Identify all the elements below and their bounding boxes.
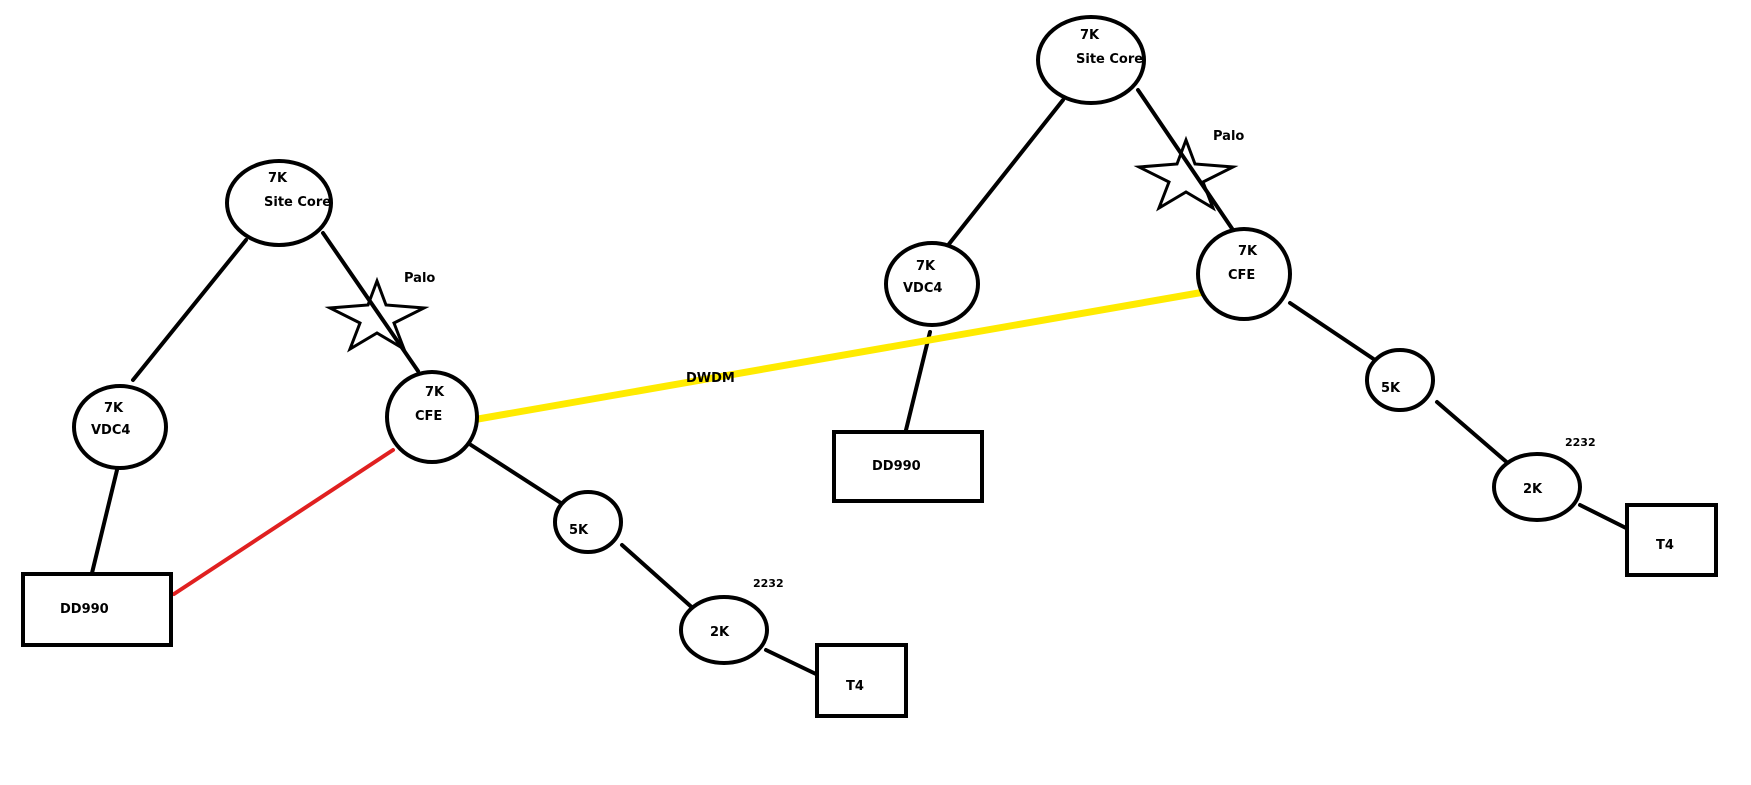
left-cfe-line1: 7K	[425, 385, 445, 400]
right-cfe-node[interactable]: 7K CFE	[1196, 227, 1292, 321]
link-left-vdc4-dd990	[90, 468, 119, 575]
dwdm-link	[474, 287, 1214, 423]
right-palo-star-icon	[1133, 135, 1239, 212]
right-t4-label: T4	[1656, 538, 1674, 553]
left-vdc4-line1: 7K	[104, 401, 124, 416]
left-site-core-line1: 7K	[268, 171, 288, 186]
link-right-vdc4-dd990	[904, 330, 932, 432]
link-left-dd990-cfe-red	[172, 448, 395, 596]
right-2k-label: 2K	[1523, 482, 1543, 497]
right-dd990-label: DD990	[872, 459, 921, 474]
right-site-core-line2: Site Core	[1076, 52, 1143, 67]
link-right-cfe-5k	[1288, 301, 1380, 364]
right-vdc4-node[interactable]: 7K VDC4	[884, 241, 980, 327]
left-palo-firewall: Palo	[324, 271, 435, 353]
right-5k-node[interactable]: 5K	[1365, 348, 1435, 412]
left-vdc4-line2: VDC4	[91, 423, 130, 438]
link-left-core-vdc4	[131, 238, 248, 382]
right-5k-label: 5K	[1381, 381, 1401, 396]
left-dd990-box[interactable]: DD990	[21, 572, 173, 647]
left-site-core-node[interactable]: 7K Site Core	[225, 159, 333, 247]
left-vdc4-node[interactable]: 7K VDC4	[72, 384, 168, 470]
left-t4-label: T4	[846, 679, 864, 694]
right-2k-node[interactable]: 2K 2232	[1492, 436, 1596, 522]
dwdm-label: DWDM	[686, 371, 735, 386]
right-palo-firewall: Palo	[1133, 129, 1244, 212]
left-dd990-label: DD990	[60, 602, 109, 617]
right-cfe-line1: 7K	[1238, 244, 1258, 259]
left-cfe-line2: CFE	[415, 409, 442, 424]
left-site-core-line2: Site Core	[264, 195, 331, 210]
left-2k-label: 2K	[710, 625, 730, 640]
link-left-cfe-5k	[469, 443, 566, 507]
link-right-core-cfe	[1136, 88, 1235, 232]
right-dd990-box[interactable]: DD990	[832, 430, 984, 503]
link-left-5k-2k	[620, 543, 698, 613]
left-palo-label: Palo	[404, 271, 435, 286]
right-2k-model: 2232	[1565, 436, 1596, 449]
link-left-2k-t4	[764, 648, 820, 677]
right-vdc4-line1: 7K	[916, 259, 936, 274]
right-vdc4-line2: VDC4	[903, 281, 942, 296]
left-2k-node[interactable]: 2K 2232	[679, 577, 784, 665]
link-right-5k-2k	[1435, 400, 1512, 467]
left-5k-label: 5K	[569, 523, 589, 538]
link-right-core-vdc4	[947, 98, 1065, 246]
left-palo-star-icon	[324, 276, 430, 353]
left-5k-node[interactable]: 5K	[553, 490, 623, 554]
right-palo-label: Palo	[1213, 129, 1244, 144]
right-site-core-node[interactable]: 7K Site Core	[1036, 15, 1146, 105]
right-t4-box[interactable]: T4	[1625, 503, 1718, 577]
left-cfe-node[interactable]: 7K CFE	[385, 370, 479, 464]
left-2k-model: 2232	[753, 577, 784, 590]
right-site-core-line1: 7K	[1080, 28, 1100, 43]
left-t4-box[interactable]: T4	[815, 643, 908, 718]
right-cfe-line2: CFE	[1228, 268, 1255, 283]
